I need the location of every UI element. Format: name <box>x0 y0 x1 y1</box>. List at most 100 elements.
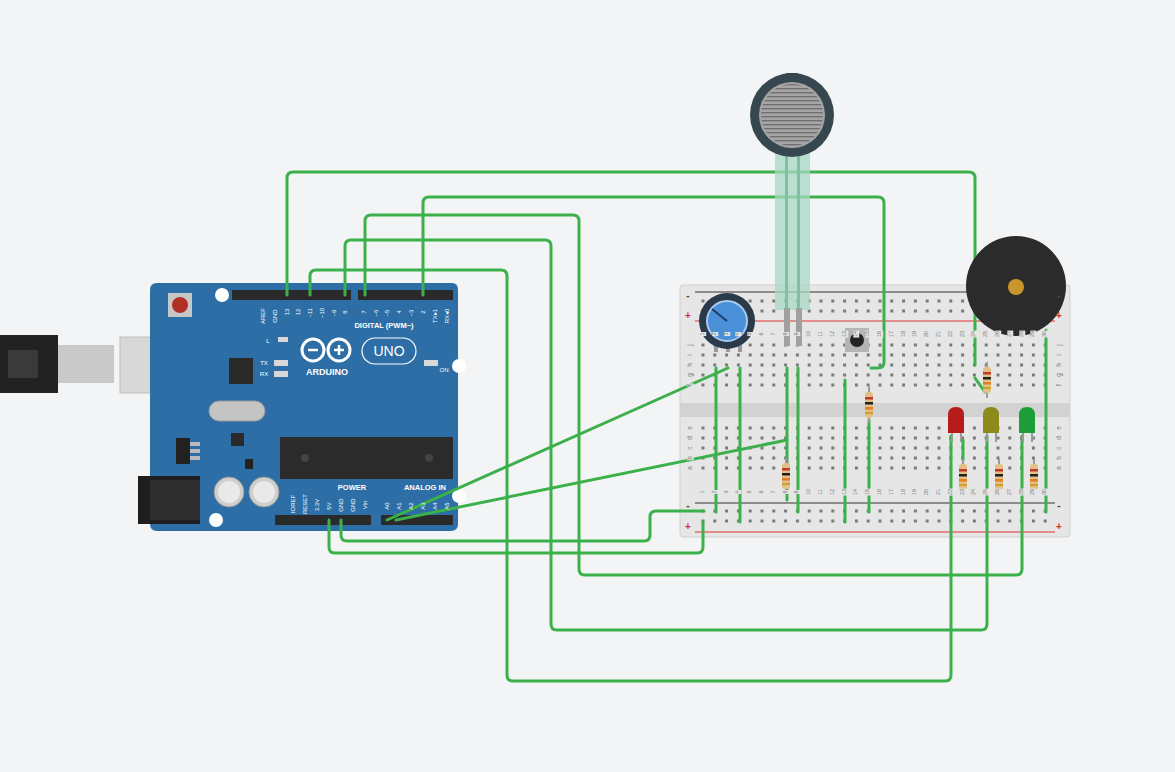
row-letter: e <box>687 426 694 431</box>
column-number: 5 <box>747 490 753 494</box>
arduino-board <box>150 283 458 531</box>
pin-label: ~11 <box>307 308 313 318</box>
pin-label: A0 <box>384 502 390 509</box>
row-letter: g <box>687 373 694 378</box>
force-sensor <box>750 73 834 157</box>
chip-mark <box>425 454 433 462</box>
row-letter: d <box>687 436 694 441</box>
pin-label: A5 <box>444 502 450 509</box>
pin-label: POWER <box>338 484 366 492</box>
pin-label: GND <box>272 309 278 322</box>
pin-label: RX <box>260 371 268 377</box>
column-number: 13 <box>842 330 848 337</box>
pin-label: A1 <box>396 502 402 509</box>
power-jack <box>138 476 200 524</box>
wire <box>962 440 965 460</box>
column-number: 22 <box>948 330 954 337</box>
row-letter: c <box>687 446 694 450</box>
status-led <box>274 371 288 377</box>
rail-sign: - <box>686 291 689 301</box>
fsr-pad-lines <box>761 84 823 146</box>
wire <box>345 240 987 630</box>
rail-holes <box>699 507 1051 527</box>
column-number: 23 <box>960 488 966 495</box>
mounting-hole <box>215 288 229 302</box>
pot-indicator <box>712 309 727 321</box>
column-number: 26 <box>995 330 1001 337</box>
rail-sign: - <box>1057 501 1060 511</box>
pin-label: 4 <box>396 310 402 313</box>
column-number: 13 <box>842 488 848 495</box>
wire <box>1045 330 1048 512</box>
pin-label: ~6 <box>373 310 379 317</box>
column-number: 11 <box>818 489 824 496</box>
pin-label: TX <box>260 360 268 366</box>
column-number: 23 <box>960 330 966 337</box>
column-number: 22 <box>948 488 954 495</box>
column-number: 3 <box>724 490 730 494</box>
column-number: 19 <box>913 488 919 495</box>
smd-part <box>245 459 253 469</box>
column-number: 12 <box>830 488 836 495</box>
piezo-buzzer <box>966 236 1066 336</box>
column-number: 17 <box>889 488 895 495</box>
logo-minus <box>308 349 318 352</box>
row-letter: b <box>687 456 694 461</box>
pin-label: ARDUINO <box>306 368 348 377</box>
pot-knob <box>707 301 747 341</box>
pin-label: IOREF <box>290 495 296 513</box>
column-number: 16 <box>877 488 883 495</box>
led-yellow <box>983 407 999 442</box>
pin-label: ~3 <box>408 310 414 317</box>
column-number: 1 <box>700 332 706 336</box>
mounting-hole <box>452 359 466 373</box>
usb-cable <box>0 335 58 393</box>
column-number: 10 <box>806 488 812 495</box>
column-number: 24 <box>972 330 978 337</box>
pin-label: 7 <box>361 310 367 313</box>
column-number: 21 <box>936 488 942 495</box>
pin-label: 5V <box>326 502 332 509</box>
column-number: 14 <box>854 488 860 495</box>
column-number: 5 <box>747 332 753 336</box>
column-number: 18 <box>901 330 907 337</box>
capacitor-top <box>218 481 240 503</box>
wire <box>396 440 787 520</box>
fsr-pad <box>759 82 825 148</box>
fsr-tail <box>775 150 810 310</box>
column-number: 6 <box>759 332 765 336</box>
reset-button-base <box>168 293 192 317</box>
fsr-pin <box>784 308 790 346</box>
regulator-pin <box>190 442 200 446</box>
status-led <box>274 360 288 366</box>
column-number: 8 <box>783 332 789 336</box>
logo-plus <box>338 345 341 355</box>
pin-label: ON <box>440 367 449 373</box>
fsr-trace <box>797 150 800 310</box>
usb-plug <box>58 345 114 383</box>
chip-mark <box>301 454 309 462</box>
pin-label: RX◂0 <box>444 309 450 324</box>
pin-label: 8 <box>342 310 348 313</box>
pin-label: Vin <box>362 501 368 510</box>
column-number: 7 <box>771 332 777 336</box>
pin-label: DIGITAL (PWM~) <box>354 322 413 330</box>
pin-header <box>358 290 453 300</box>
regulator <box>176 438 190 464</box>
row-letter: f <box>1056 384 1063 387</box>
column-number: 9 <box>795 332 801 336</box>
wire <box>844 380 847 522</box>
logo-circle <box>328 339 350 361</box>
rail-line-negative <box>695 502 1055 503</box>
column-number: 20 <box>924 488 930 495</box>
pin-label: A4 <box>432 502 438 509</box>
pin-label: TX▸1 <box>432 309 438 323</box>
column-number: 25 <box>983 488 989 495</box>
wire <box>423 197 884 368</box>
resistor-symbol <box>865 387 873 423</box>
wire <box>387 368 728 520</box>
rail-sign: + <box>685 311 691 321</box>
rail-sign: - <box>1057 291 1060 301</box>
column-number: 2 <box>712 490 718 494</box>
